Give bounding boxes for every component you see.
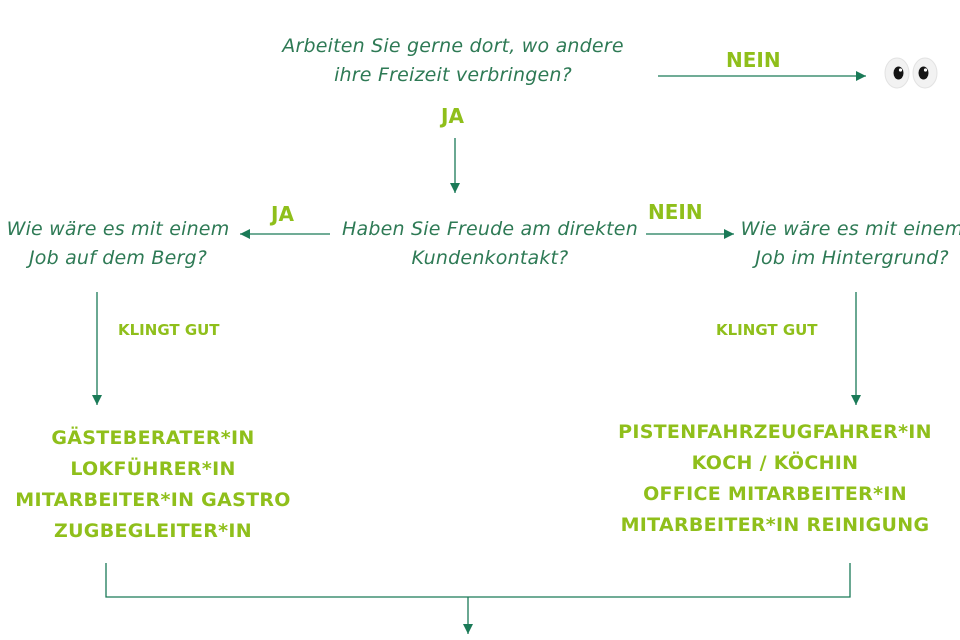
question-mountain: Wie wäre es mit einem Job auf dem Berg? [0,215,236,273]
question-mountain-line2: Job auf dem Berg? [28,247,208,269]
jobs-list-right: PISTENFAHRZEUGFAHRER*IN KOCH / KÖCHIN OF… [600,417,950,541]
label-mountain-ok: KLINGT GUT [118,321,220,339]
label-customer-no: NEIN [648,200,703,224]
question-customer: Haben Sie Freude am direkten Kundenkonta… [330,215,650,273]
job-item: GÄSTEBERATER*IN [51,427,255,449]
merge-bracket [105,563,851,598]
question-background-line2: Job im Hintergrund? [755,247,949,269]
job-item: MITARBEITER*IN GASTRO [15,489,291,511]
question-start-line1: Arbeiten Sie gerne dort, wo andere [282,35,624,57]
question-background: Wie wäre es mit einem Job im Hintergrund… [734,215,960,273]
question-start: Arbeiten Sie gerne dort, wo andere ihre … [250,32,656,90]
job-item: LOKFÜHRER*IN [70,458,236,480]
label-customer-yes: JA [271,202,294,226]
label-background-ok: KLINGT GUT [716,321,818,339]
jobs-list-left: GÄSTEBERATER*IN LOKFÜHRER*IN MITARBEITER… [0,423,306,547]
question-start-line2: ihre Freizeit verbringen? [334,64,572,86]
question-customer-line2: Kundenkontakt? [411,247,569,269]
job-item: PISTENFAHRZEUGFAHRER*IN [618,421,932,443]
job-item: ZUGBEGLEITER*IN [54,520,252,542]
job-item: KOCH / KÖCHIN [691,452,859,474]
question-customer-line1: Haben Sie Freude am direkten [342,218,638,240]
label-start-no: NEIN [726,48,781,72]
eyes-icon [884,57,938,89]
question-background-line1: Wie wäre es mit einem [740,218,960,240]
question-mountain-line1: Wie wäre es mit einem [6,218,230,240]
label-start-yes: JA [441,104,464,128]
job-item: OFFICE MITARBEITER*IN [643,483,907,505]
job-item: MITARBEITER*IN REINIGUNG [620,514,930,536]
